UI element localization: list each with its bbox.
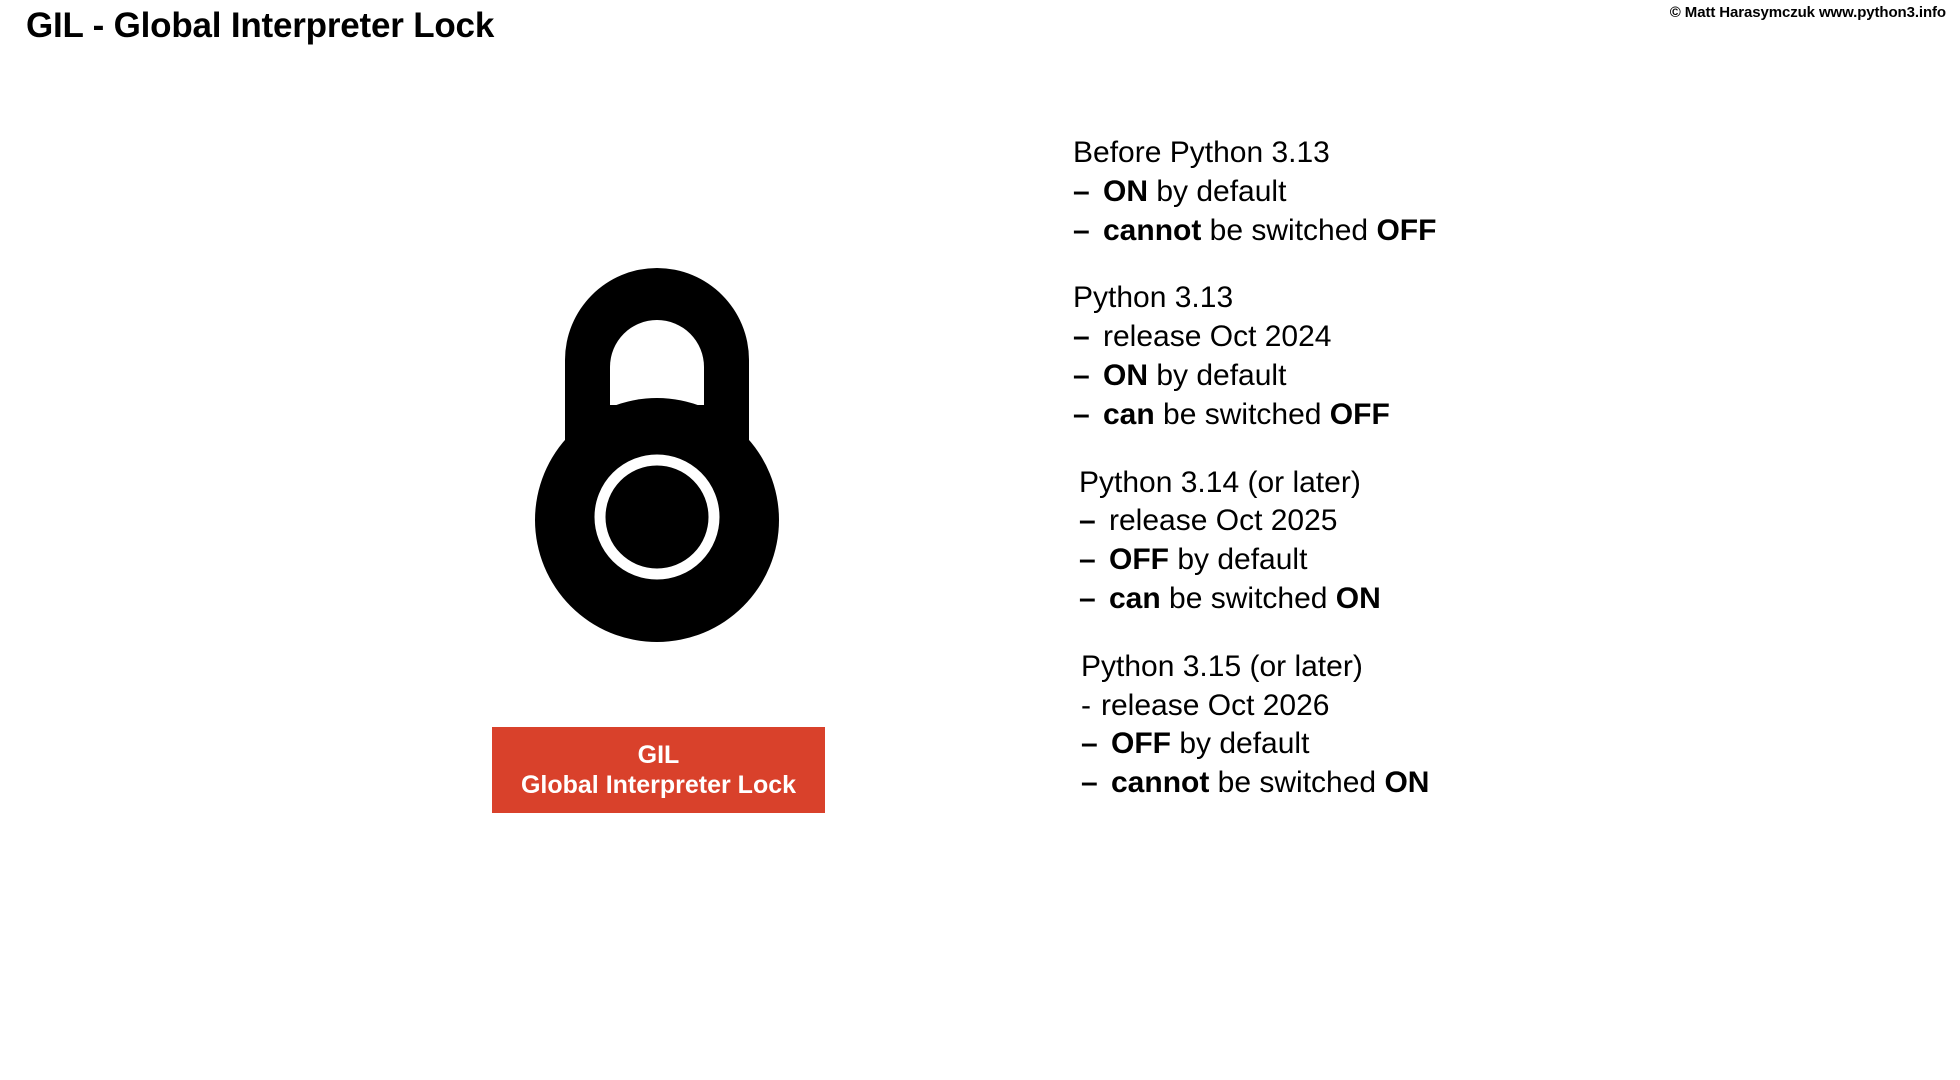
note-item-text: cannot be switched OFF — [1103, 213, 1437, 247]
note-item-text: can be switched ON — [1109, 581, 1381, 615]
list-bullet-icon: – — [1073, 397, 1090, 431]
note-item-text: OFF by default — [1109, 543, 1308, 577]
padlock-figure — [492, 255, 832, 655]
gil-label-line-2: Global Interpreter Lock — [520, 771, 797, 799]
note-list-item: -release Oct 2026 — [1081, 688, 1873, 722]
note-block: Before Python 3.13–ON by default–cannot … — [1073, 137, 1873, 246]
padlock-icon — [535, 268, 779, 642]
note-list-item: –release Oct 2025 — [1079, 505, 1873, 537]
note-list-item: –cannot be switched OFF — [1073, 213, 1873, 247]
note-block: Python 3.13–release Oct 2024–ON by defau… — [1073, 282, 1873, 430]
note-list-item: –release Oct 2024 — [1073, 321, 1873, 353]
note-list-item: –can be switched OFF — [1073, 397, 1873, 431]
list-bullet-icon: – — [1073, 174, 1090, 208]
note-list-item: –OFF by default — [1079, 544, 1873, 576]
gil-label-line-1: GIL — [637, 740, 680, 769]
note-heading: Before Python 3.13 — [1073, 136, 1330, 169]
copyright-notice: © Matt Harasymczuk www.python3.info — [1669, 4, 1946, 21]
list-bullet-icon: – — [1073, 358, 1090, 392]
list-bullet-icon: – — [1073, 320, 1090, 354]
gil-label-box: GIL Global Interpreter Lock — [492, 727, 825, 813]
note-item-text: release Oct 2026 — [1101, 688, 1330, 722]
note-list-item: –cannot be switched ON — [1081, 767, 1873, 799]
note-block: Python 3.15 (or later)-release Oct 2026–… — [1073, 649, 1873, 799]
note-heading: Python 3.13 — [1073, 281, 1234, 315]
note-item-text: cannot be switched ON — [1111, 766, 1430, 800]
list-bullet-icon: - — [1081, 688, 1091, 722]
note-item-text: ON by default — [1103, 358, 1287, 392]
list-bullet-icon: – — [1079, 581, 1096, 615]
page-title: GIL - Global Interpreter Lock — [26, 6, 495, 45]
list-bullet-icon: – — [1079, 504, 1096, 538]
note-item-text: can be switched OFF — [1103, 397, 1390, 431]
note-item-text: OFF by default — [1111, 727, 1310, 761]
note-block: Python 3.14 (or later)–release Oct 2025–… — [1073, 465, 1873, 615]
note-item-text: release Oct 2024 — [1103, 320, 1332, 354]
note-item-text: ON by default — [1103, 174, 1287, 208]
note-list-item: –ON by default — [1073, 174, 1873, 208]
note-heading: Python 3.15 (or later) — [1081, 649, 1363, 683]
list-bullet-icon: – — [1073, 213, 1090, 247]
note-list-item: –ON by default — [1073, 360, 1873, 392]
list-bullet-icon: – — [1081, 727, 1098, 761]
list-bullet-icon: – — [1079, 543, 1096, 577]
list-bullet-icon: – — [1081, 766, 1098, 800]
note-list-item: –can be switched ON — [1079, 583, 1873, 615]
note-heading: Python 3.14 (or later) — [1079, 465, 1361, 499]
note-list-item: –OFF by default — [1081, 728, 1873, 760]
note-item-text: release Oct 2025 — [1109, 504, 1338, 538]
notes-column: Before Python 3.13–ON by default–cannot … — [1073, 137, 1873, 835]
